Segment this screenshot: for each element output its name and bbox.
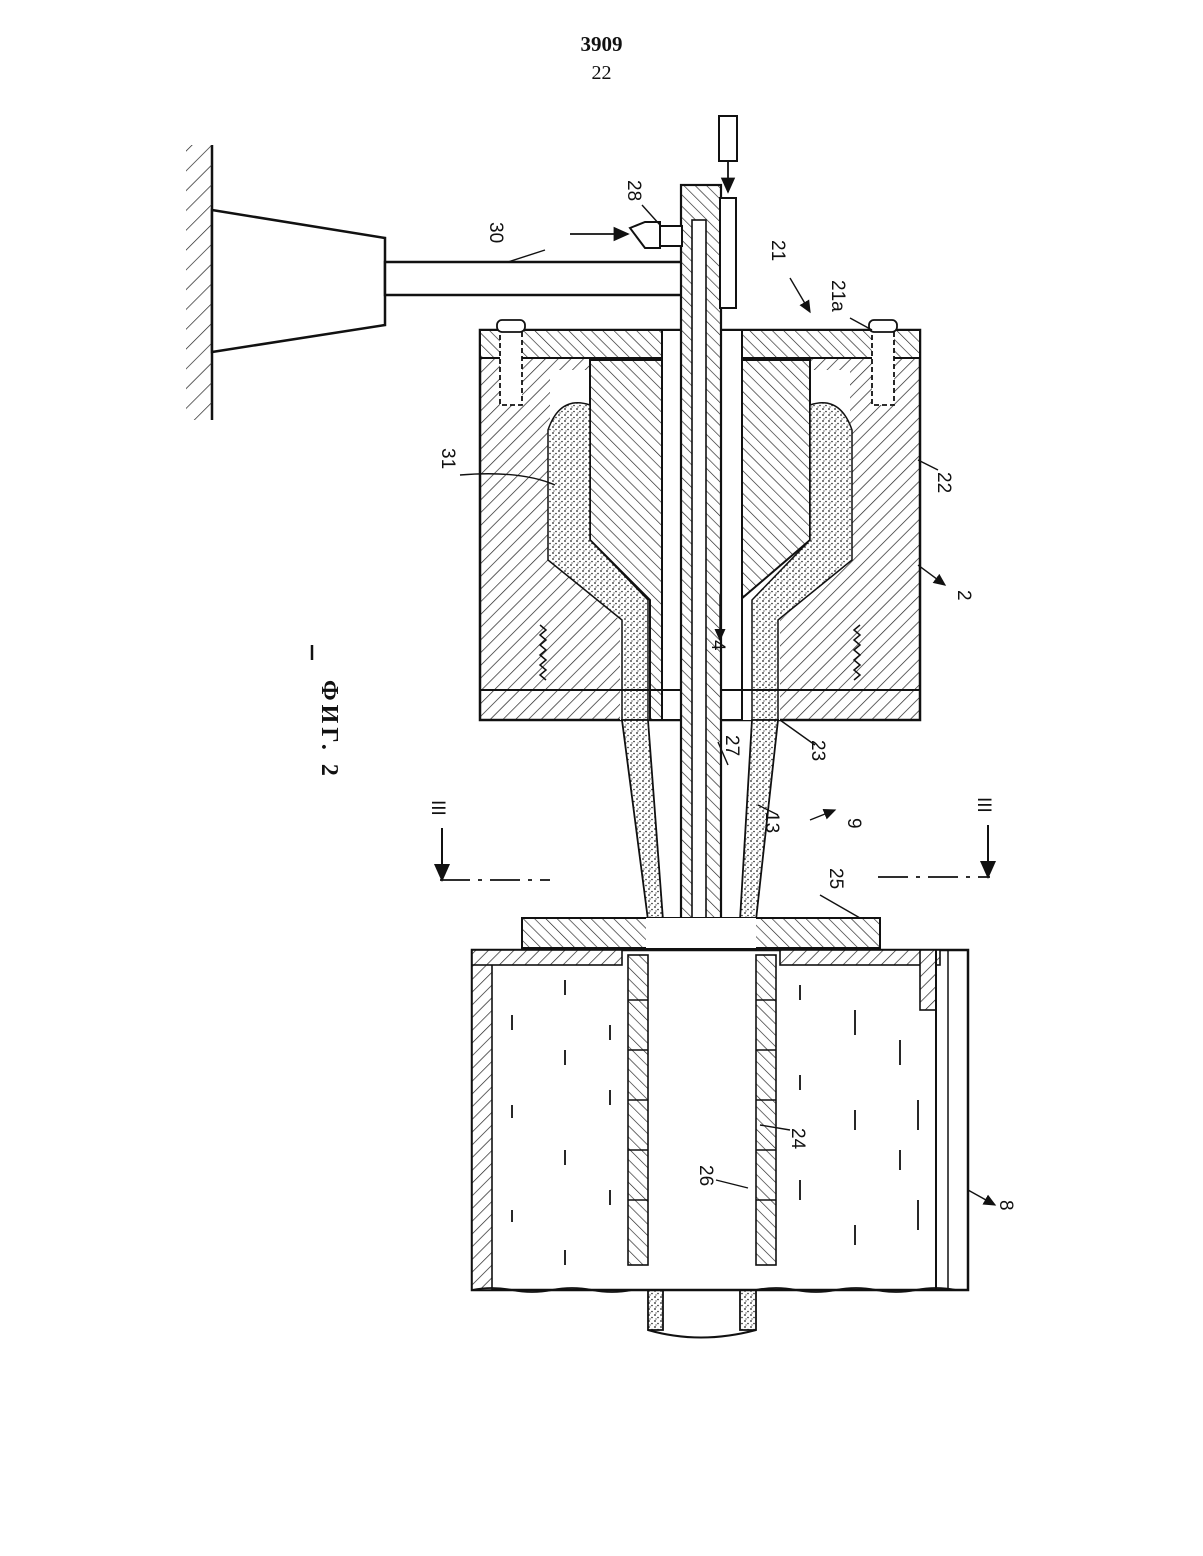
label-27: 27 [721, 735, 742, 756]
label-2: 2 [953, 590, 974, 601]
label-21: 21 [767, 240, 788, 261]
label-24: 24 [787, 1128, 808, 1150]
label-9: 9 [843, 818, 864, 829]
section-line-right [878, 825, 990, 877]
label-30: 30 [485, 222, 506, 243]
feed-pin [719, 116, 737, 161]
label-8: 8 [995, 1200, 1016, 1211]
label-4: 4 [707, 640, 728, 651]
wall-mount [186, 145, 212, 420]
label-25: 25 [825, 868, 846, 889]
figure-caption: ФИГ. 2 [316, 680, 342, 780]
section-line-left [440, 828, 550, 880]
section-label-left: III [427, 800, 448, 816]
cooling-tank [472, 950, 968, 1292]
label-28: 28 [623, 180, 644, 201]
section-label-right: III [973, 797, 994, 813]
feed-plate [720, 198, 736, 308]
support-bracket [212, 210, 385, 352]
label-22: 22 [933, 472, 954, 493]
support-rod [385, 262, 685, 295]
label-31: 31 [437, 448, 458, 469]
label-23: 23 [807, 740, 828, 761]
label-26: 26 [695, 1165, 716, 1186]
label-21a: 21a [827, 280, 848, 312]
label-13: 13 [761, 812, 782, 833]
nozzle [570, 222, 682, 248]
